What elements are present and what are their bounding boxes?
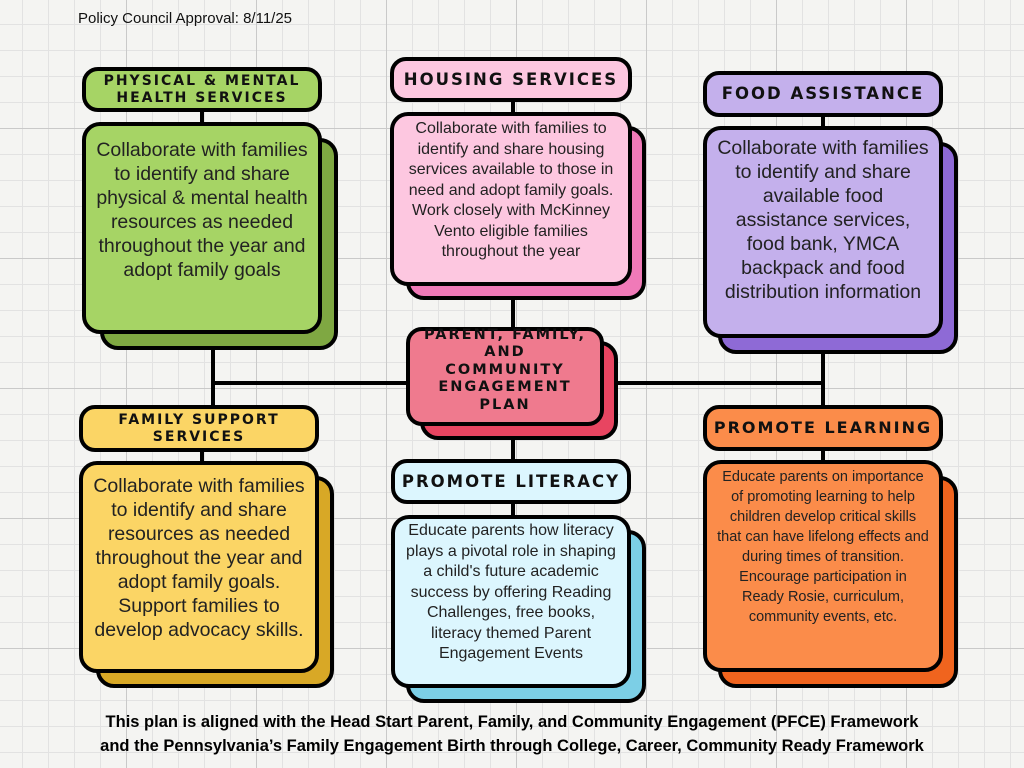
connector-top [511, 296, 515, 330]
connector-stub [511, 501, 515, 517]
footer-line-1: This plan is aligned with the Head Start… [105, 713, 919, 731]
housing-title: HOUSING SERVICES [390, 57, 632, 102]
family-body: Collaborate with families to identify an… [79, 461, 319, 673]
literacy-title: PROMOTE LITERACY [391, 459, 631, 504]
connector-stub [511, 99, 515, 114]
health-title: PHYSICAL & MENTAL HEALTH SERVICES [82, 67, 322, 112]
connector-bottom [511, 436, 515, 462]
housing-body: Collaborate with families to identify an… [390, 112, 632, 286]
connector-left [211, 330, 215, 408]
approval-date: Policy Council Approval: 8/11/25 [78, 10, 293, 27]
literacy-body: Educate parents how literacy plays a piv… [391, 515, 631, 688]
family-title: FAMILY SUPPORT SERVICES [79, 405, 319, 452]
food-title: FOOD ASSISTANCE [703, 71, 943, 117]
connector-stub [200, 108, 204, 124]
connector-right [821, 334, 825, 408]
connector-stub [821, 448, 825, 462]
center-title: PARENT, FAMILY, AND COMMUNITY ENGAGEMENT… [406, 327, 604, 426]
footer-line-2: and the Pennsylvania’s Family Engagement… [100, 737, 924, 755]
learning-title: PROMOTE LEARNING [703, 405, 943, 451]
health-body: Collaborate with families to identify an… [82, 122, 322, 334]
connector-stub [821, 114, 825, 128]
food-body: Collaborate with families to identify an… [703, 126, 943, 338]
connector-stub [200, 450, 204, 463]
footer-note: This plan is aligned with the Head Start… [0, 710, 1024, 758]
learning-body: Educate parents on importance of promoti… [703, 460, 943, 672]
